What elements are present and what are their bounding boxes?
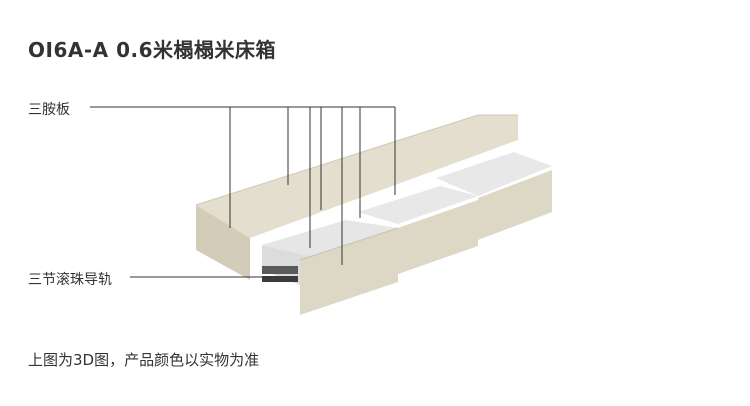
drawer-middle-inside xyxy=(358,186,478,224)
box-front-face xyxy=(196,205,250,280)
box-top xyxy=(196,115,518,238)
drawer-right-inside xyxy=(436,152,552,196)
drawer-left xyxy=(262,220,399,315)
drawer-left-edge xyxy=(299,227,399,261)
drawer-right xyxy=(436,152,552,240)
product-title: OI6A-A 0.6米榻榻米床箱 xyxy=(28,38,277,62)
ball-bearing-rail xyxy=(262,266,298,282)
panel-callout-label: 三胺板 xyxy=(28,102,70,118)
drawer-middle-front xyxy=(398,200,478,274)
footnote: 上图为3D图，产品颜色以实物为准 xyxy=(28,351,260,369)
drawer-left-front xyxy=(300,228,398,315)
drawer-right-front xyxy=(478,170,552,240)
panel-callout-lines xyxy=(90,106,396,265)
rail-callout-label: 三节滚珠导轨 xyxy=(28,272,112,288)
drawer-middle xyxy=(358,186,478,274)
drawer-left-inside xyxy=(262,220,398,258)
box-top-edge xyxy=(195,114,518,206)
